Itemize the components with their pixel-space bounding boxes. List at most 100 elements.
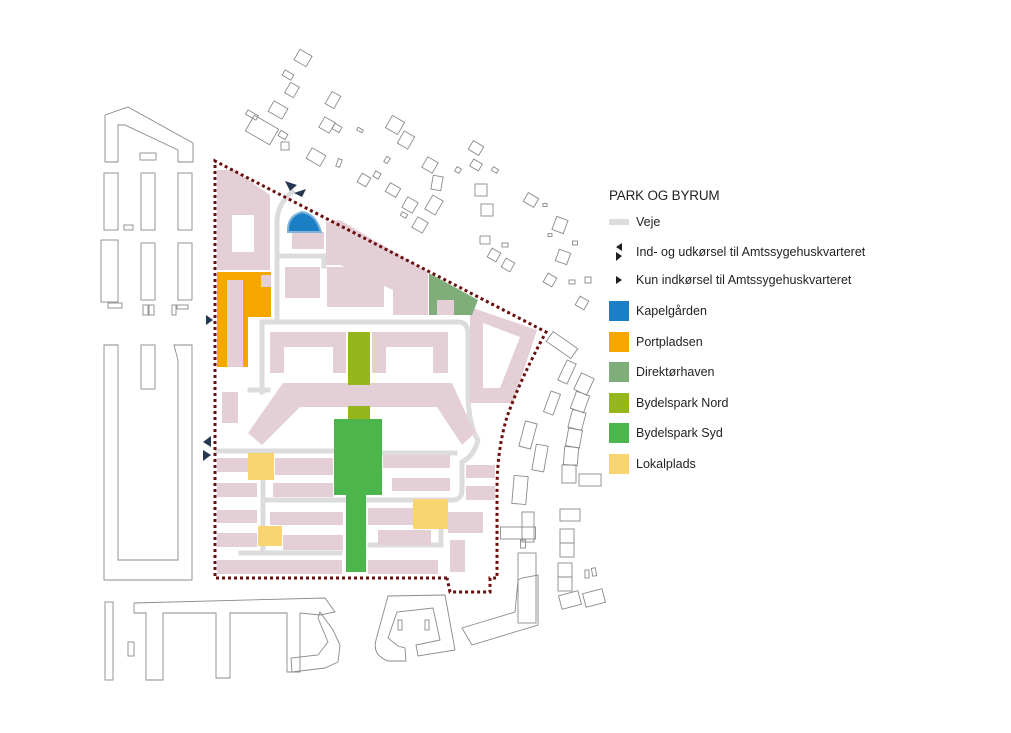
- neighbor-building: [177, 172, 193, 231]
- neighbor-houses: [244, 48, 607, 610]
- building: [383, 455, 450, 468]
- neighbor-building: [383, 155, 391, 165]
- neighbor-building: [573, 372, 595, 396]
- neighbor-building: [372, 170, 382, 180]
- neighbor-building: [551, 215, 569, 235]
- neighbor-building: [584, 276, 592, 284]
- building: [450, 540, 465, 572]
- neighbor-building: [284, 81, 300, 99]
- lokalplads-areas[interactable]: [248, 453, 448, 546]
- bydelspark-nord-area[interactable]: [348, 332, 370, 419]
- neighbor-building: [424, 194, 444, 216]
- neighbor-building: [281, 69, 295, 81]
- neighbor-building: [501, 242, 509, 248]
- neighbor-building: [542, 203, 548, 207]
- building: [470, 307, 537, 403]
- legend-item-area: Bydelspark Nord: [609, 393, 728, 413]
- entry-exit-arrow-icon: [609, 243, 629, 261]
- legend-item-area: Lokalplads: [609, 454, 696, 474]
- neighbor-building: [467, 140, 485, 156]
- neighbor-buildings: [100, 106, 539, 681]
- building: [466, 486, 495, 500]
- neighbor-building: [581, 588, 607, 608]
- legend-item-area: Kapelgården: [609, 301, 707, 321]
- building: [217, 170, 270, 270]
- legend-item-entry-only: Kun indkørsel til Amtssygehuskvarteret: [609, 273, 851, 287]
- legend-item-area: Bydelspark Syd: [609, 423, 723, 443]
- neighbor-building: [384, 182, 402, 198]
- kapelgaarden-area[interactable]: [286, 210, 323, 233]
- neighbor-building: [331, 122, 343, 134]
- neighbor-building: [542, 272, 558, 288]
- legend-item-area: Direktørhaven: [609, 362, 715, 382]
- building: [217, 560, 342, 574]
- entry-exit-arrow-icon: [203, 450, 211, 461]
- building: [217, 510, 257, 523]
- neighbor-building: [517, 552, 537, 624]
- neighbor-building: [411, 216, 429, 234]
- neighbor-building: [479, 235, 491, 245]
- building: [217, 483, 257, 497]
- building: [275, 458, 333, 475]
- legend-item-entry-exit: Ind- og udkørsel til Amtssygehuskvartere…: [609, 243, 865, 261]
- building: [217, 533, 257, 547]
- neighbor-building: [244, 109, 260, 121]
- roads: [214, 188, 481, 556]
- neighbor-building: [104, 106, 194, 163]
- neighbor-building: [123, 224, 134, 231]
- entry-only-arrow-icon: [206, 315, 213, 325]
- bydelspark-syd-area[interactable]: [334, 419, 382, 572]
- building: [466, 465, 495, 478]
- color-swatch: [609, 301, 629, 321]
- neighbor-building: [356, 172, 372, 188]
- neighbor-building: [139, 152, 157, 161]
- color-swatch: [609, 332, 629, 352]
- building: [378, 530, 431, 545]
- neighbor-building: [401, 196, 419, 214]
- neighbor-building: [518, 420, 538, 450]
- neighbor-building: [542, 390, 562, 416]
- legend-label: Kun indkørsel til Amtssygehuskvarteret: [636, 273, 852, 287]
- neighbor-building: [469, 158, 483, 172]
- neighbor-building: [103, 172, 119, 231]
- neighbor-building: [568, 279, 576, 285]
- neighbor-building: [176, 304, 189, 310]
- building: [327, 267, 384, 307]
- neighbor-building: [277, 129, 289, 141]
- road: [214, 448, 458, 456]
- neighbor-building: [140, 172, 156, 231]
- neighbor-building: [305, 147, 327, 167]
- color-swatch: [609, 454, 629, 474]
- road: [274, 188, 296, 325]
- neighbor-building: [397, 619, 403, 631]
- entry-only-arrow-icon: [609, 275, 629, 285]
- neighbor-building: [559, 542, 575, 558]
- building: [270, 332, 346, 373]
- building: [285, 267, 320, 298]
- neighbor-building: [554, 248, 572, 266]
- color-swatch: [609, 393, 629, 413]
- road-swatch: [609, 219, 629, 225]
- park-areas: [217, 210, 478, 572]
- neighbor-building: [557, 562, 573, 578]
- neighbor-building: [561, 464, 577, 484]
- building: [217, 458, 248, 472]
- neighbor-building: [399, 211, 409, 219]
- access-arrows: [203, 181, 306, 461]
- building: [261, 275, 271, 287]
- neighbor-building: [421, 156, 439, 174]
- neighbor-building: [324, 90, 342, 110]
- neighbor-building: [522, 192, 540, 208]
- neighbor-building: [559, 528, 575, 544]
- entry-exit-arrow-icon: [203, 436, 211, 447]
- neighbor-building: [142, 304, 149, 316]
- building: [292, 232, 324, 249]
- neighbor-building: [500, 257, 516, 273]
- neighbor-building: [140, 242, 156, 301]
- legend-label: Ind- og udkørsel til Amtssygehuskvartere…: [636, 245, 866, 259]
- neighbor-building: [480, 203, 494, 217]
- neighbor-building: [384, 114, 406, 136]
- neighbor-building: [461, 574, 539, 646]
- building: [368, 560, 438, 574]
